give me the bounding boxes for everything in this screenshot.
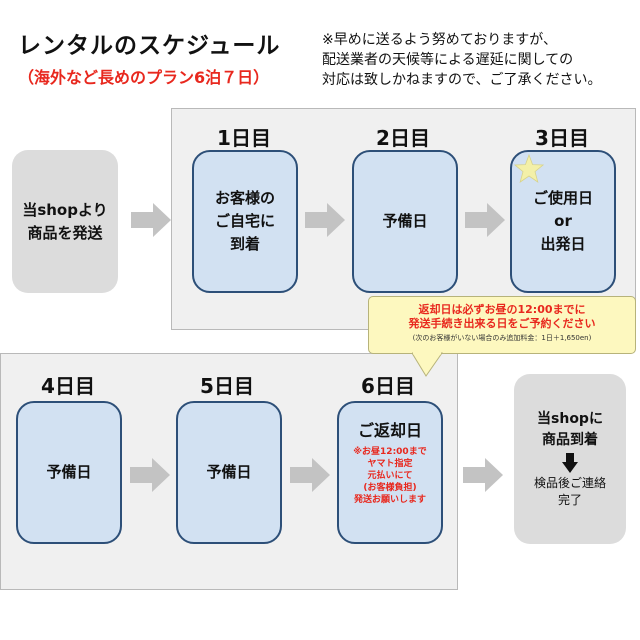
day-5-label: 5日目 bbox=[200, 374, 254, 398]
return-instructions: ※お昼12:00まで ヤマト指定 元払いにて (お客様負担) 発送お願いします bbox=[353, 447, 427, 505]
page-title: レンタルのスケジュール bbox=[18, 33, 281, 59]
shop-arrival-line-3: 検品後ご連絡 bbox=[533, 476, 606, 490]
note-line: 対応は致しかねますので、ご了承ください。 bbox=[322, 72, 602, 88]
star-icon bbox=[514, 154, 544, 183]
day-1-box: お客様の ご自宅に 到着 bbox=[192, 150, 298, 293]
arrow-down-icon bbox=[562, 453, 578, 473]
shipping-note: ※早めに送るよう努めておりますが、 配送業者の天候等による遅延に関しての 対応は… bbox=[322, 30, 601, 90]
day-3-label: 3日目 bbox=[535, 126, 589, 150]
day-6-text: ご返却日 bbox=[357, 421, 422, 440]
shop-arrival-box: 当shopに 商品到着 検品後ご連絡 完了 bbox=[514, 374, 626, 544]
arrow-right-icon bbox=[463, 458, 503, 492]
day-1-text: お客様の ご自宅に 到着 bbox=[214, 189, 275, 253]
shop-arrival-line-4: 完了 bbox=[557, 493, 582, 507]
day-2-box: 予備日 bbox=[352, 150, 458, 293]
callout-line-1: 返却日は必ずお昼の12:00までに bbox=[418, 303, 586, 316]
return-callout: 返却日は必ずお昼の12:00までに 発送手続き出来る日をご予約ください (次のお… bbox=[368, 296, 636, 354]
arrow-right-icon bbox=[305, 203, 345, 237]
callout-pointer bbox=[412, 352, 443, 377]
day-2-label: 2日目 bbox=[376, 126, 430, 150]
day-2-text: 予備日 bbox=[382, 212, 428, 230]
day-3-text: ご使用日 or 出発日 bbox=[532, 189, 593, 253]
arrow-right-icon bbox=[131, 203, 171, 237]
arrow-right-icon bbox=[465, 203, 505, 237]
shop-arrival-line-2: 商品到着 bbox=[542, 432, 598, 448]
callout-line-2: 発送手続き出来る日をご予約ください bbox=[408, 317, 596, 330]
arrow-right-icon bbox=[290, 458, 330, 492]
ship-from-shop-text: 当shopより 商品を発送 bbox=[22, 200, 108, 242]
arrow-right-icon bbox=[130, 458, 170, 492]
day-4-box: 予備日 bbox=[16, 401, 122, 544]
day-5-box: 予備日 bbox=[176, 401, 282, 544]
shop-arrival-line-1: 当shopに bbox=[537, 411, 603, 427]
day-5-text: 予備日 bbox=[206, 463, 252, 481]
day-4-label: 4日目 bbox=[41, 374, 95, 398]
note-line: ※早めに送るよう努めておりますが、 bbox=[322, 32, 558, 48]
day-4-text: 予備日 bbox=[46, 463, 92, 481]
day-6-box: ご返却日 ※お昼12:00まで ヤマト指定 元払いにて (お客様負担) 発送お願… bbox=[337, 401, 443, 544]
plan-subtitle: （海外など長めのプラン6泊７日） bbox=[18, 68, 270, 87]
day-6-label: 6日目 bbox=[361, 374, 415, 398]
callout-line-3: (次のお客様がいない場合のみ追加料金：1日＋1,650en) bbox=[412, 334, 592, 342]
note-line: 配送業者の天候等による遅延に関しての bbox=[322, 52, 574, 68]
ship-from-shop-box: 当shopより 商品を発送 bbox=[12, 150, 118, 293]
day-1-label: 1日目 bbox=[217, 126, 271, 150]
